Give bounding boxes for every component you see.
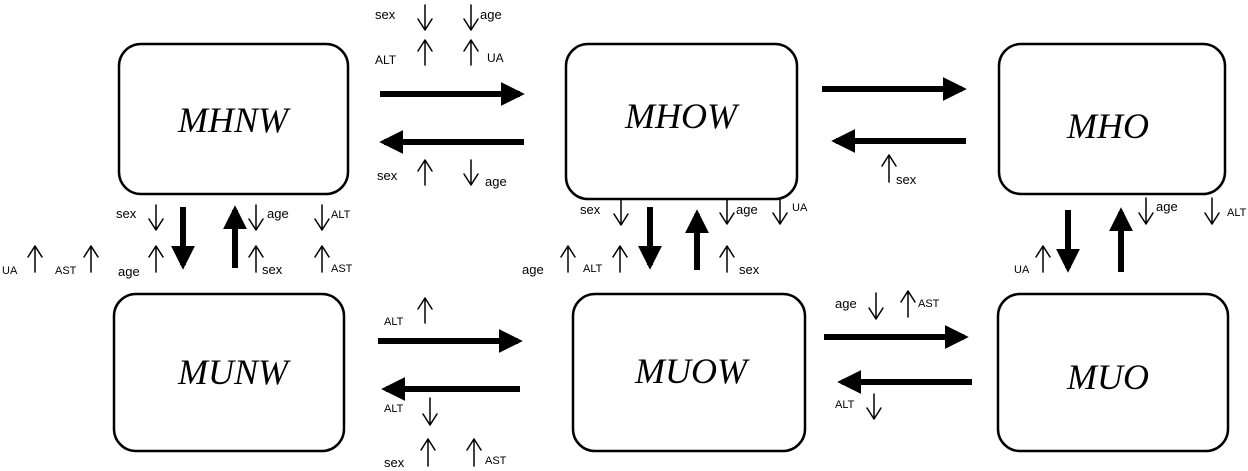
box-muo: MUO	[996, 292, 1230, 453]
indicator-down-arrow-icon	[248, 204, 264, 231]
box-mho-label: MHO	[1066, 106, 1149, 146]
label-sex: sex	[375, 7, 396, 22]
indicator-up-arrow-icon	[417, 297, 433, 324]
indicator-down-arrow-icon	[463, 4, 479, 31]
label-age: age	[835, 296, 857, 311]
box-munw-label: MUNW	[177, 352, 291, 392]
indicator-down-arrow-icon	[463, 159, 479, 186]
label-ast: AST	[485, 455, 507, 467]
label-ua: UA	[1014, 264, 1030, 276]
label-age: age	[267, 206, 289, 221]
indicator-up-arrow-icon	[719, 245, 735, 273]
label-age: age	[1156, 199, 1178, 214]
label-alt: ALT	[583, 263, 603, 275]
indicator-up-arrow-icon	[420, 438, 436, 467]
indicator-up-arrow-icon	[900, 290, 916, 318]
indicator-up-arrow-icon	[314, 245, 330, 273]
label-alt: ALT	[384, 403, 404, 415]
label-sex: sex	[384, 455, 405, 470]
indicator-up-arrow-icon	[463, 39, 479, 66]
box-mhow-label: MHOW	[624, 96, 740, 136]
label-ua: UA	[792, 202, 808, 214]
box-mhnw-label: MHNW	[177, 100, 291, 140]
indicator-up-arrow-icon	[27, 245, 43, 273]
box-muow-label: MUOW	[634, 351, 750, 391]
label-sex: sex	[262, 262, 283, 277]
indicator-up-arrow-icon	[417, 39, 433, 66]
indicator-down-arrow-icon	[866, 393, 882, 420]
label-age: age	[485, 174, 507, 189]
indicator-down-arrow-icon	[314, 204, 330, 231]
label-sex: sex	[116, 206, 137, 221]
indicator-up-arrow-icon	[417, 159, 433, 186]
indicator-up-arrow-icon	[1035, 245, 1051, 273]
box-muow: MUOW	[571, 292, 807, 453]
box-muo-label: MUO	[1066, 357, 1149, 397]
label-ast: AST	[918, 298, 940, 310]
label-alt: ALT	[1227, 207, 1247, 219]
label-sex: sex	[580, 202, 601, 217]
indicator-down-arrow-icon	[422, 397, 438, 426]
label-ast: AST	[331, 263, 353, 275]
indicator-up-arrow-icon	[148, 245, 164, 273]
box-mhow: MHOW	[564, 42, 799, 201]
box-mho: MHO	[997, 42, 1227, 196]
indicator-down-arrow-icon	[719, 198, 735, 225]
label-sex: sex	[739, 262, 760, 277]
label-alt: ALT	[331, 209, 351, 221]
label-ua: UA	[2, 265, 18, 277]
label-ast: AST	[55, 265, 77, 277]
label-age: age	[480, 7, 502, 22]
indicator-up-arrow-icon	[612, 245, 628, 273]
indicator-up-arrow-icon	[560, 245, 576, 273]
box-munw: MUNW	[112, 292, 346, 453]
indicator-down-arrow-icon	[1204, 197, 1220, 225]
indicator-down-arrow-icon	[1138, 197, 1154, 225]
indicator-down-arrow-icon	[868, 292, 884, 320]
indicator-up-arrow-icon	[881, 154, 897, 183]
indicator-up-arrow-icon	[466, 438, 482, 467]
indicator-down-arrow-icon	[613, 199, 629, 226]
label-age: age	[522, 262, 544, 277]
label-ua: UA	[487, 51, 504, 65]
indicator-down-arrow-icon	[148, 204, 164, 231]
label-sex: sex	[377, 168, 398, 183]
indicator-up-arrow-icon	[248, 245, 264, 273]
label-age: age	[736, 202, 758, 217]
indicator-up-arrow-icon	[83, 245, 99, 273]
indicator-down-arrow-icon	[417, 4, 433, 31]
indicator-down-arrow-icon	[772, 198, 788, 225]
label-alt: ALT	[384, 316, 404, 328]
box-mhnw: MHNW	[117, 42, 350, 196]
label-age: age	[118, 264, 140, 279]
label-alt: ALT	[375, 53, 397, 67]
label-alt: ALT	[835, 399, 855, 411]
label-sex: sex	[896, 172, 917, 187]
